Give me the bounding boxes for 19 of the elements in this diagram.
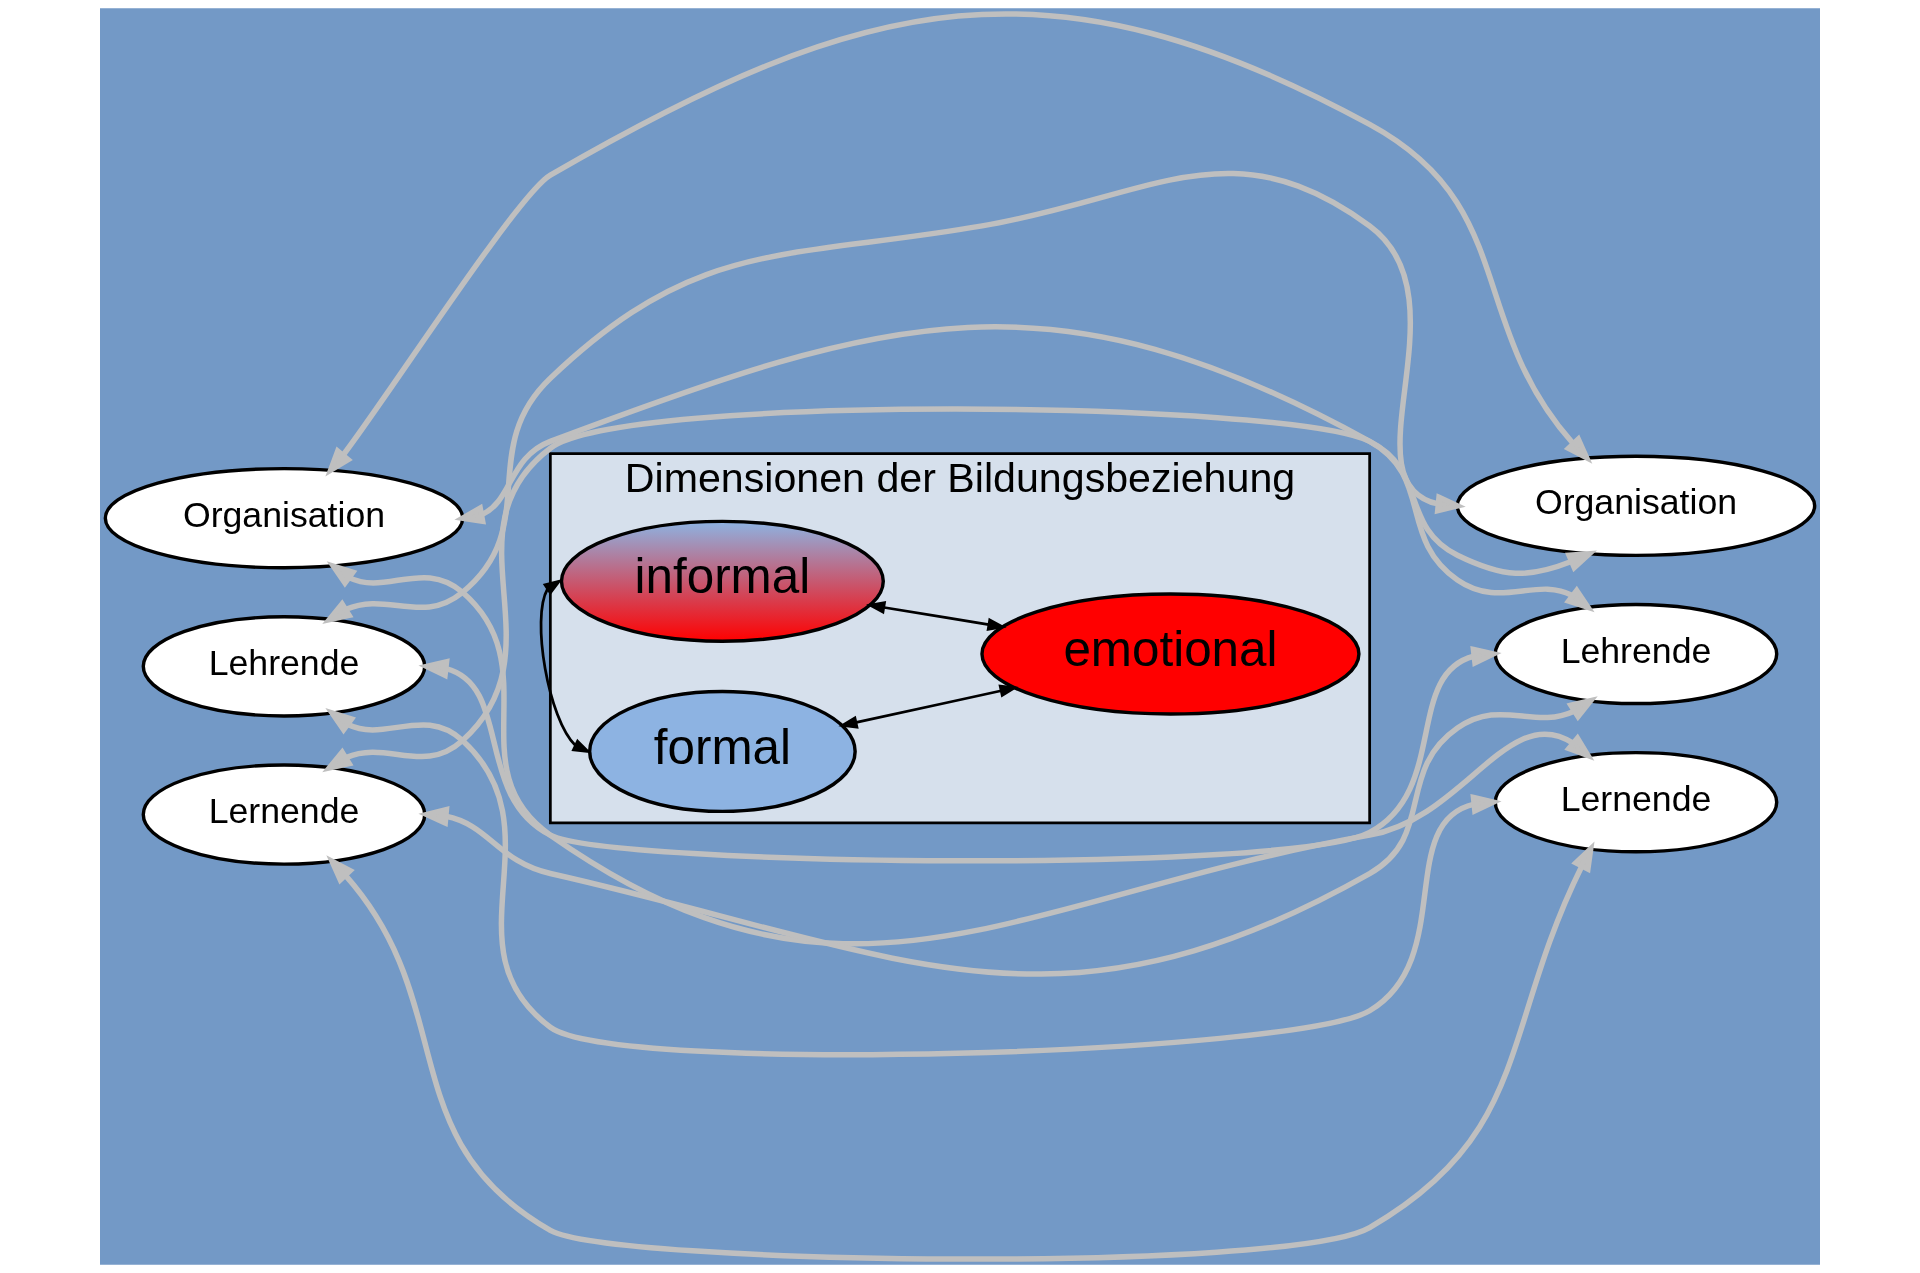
node-ellipse: Lernende — [1493, 750, 1779, 854]
arrow — [418, 645, 1502, 864]
arrow — [322, 171, 1466, 625]
arrow — [418, 696, 1598, 977]
arrow — [325, 11, 1593, 477]
node-ellipse: Organisation — [103, 466, 465, 570]
arrow — [325, 708, 1502, 1058]
arrow — [866, 601, 1007, 632]
arrow — [322, 406, 1597, 773]
arrow — [326, 561, 1595, 946]
arrow — [838, 684, 1019, 729]
arrow — [326, 841, 1595, 1262]
node-ellipse: Organisation — [1455, 454, 1817, 558]
arrow — [539, 579, 592, 754]
node-ellipse: emotional — [980, 592, 1361, 716]
arrow — [454, 324, 1595, 613]
node-ellipse: Lehrende — [1493, 602, 1779, 706]
node-ellipse: Lehrende — [141, 615, 427, 718]
node-ellipse: Lernende — [141, 763, 427, 866]
